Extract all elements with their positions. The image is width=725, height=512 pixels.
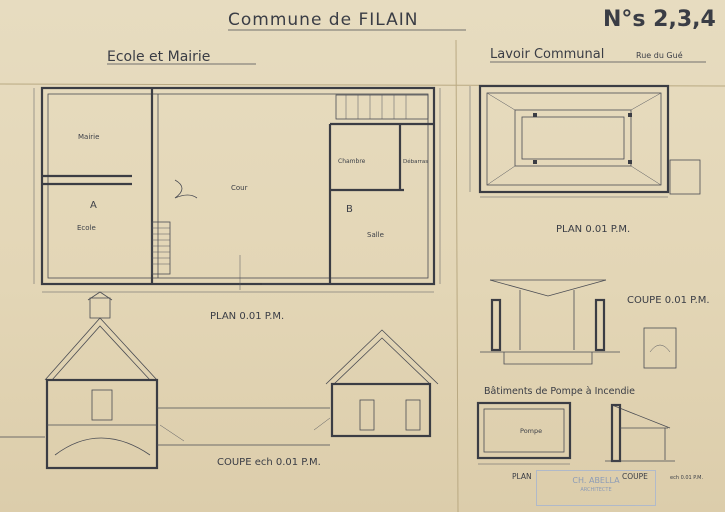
lavoir-heading: Lavoir Communal [490,47,604,62]
pompe-plan-caption: PLAN [512,472,532,481]
architect-stamp: CH. ABELLA ARCHITECTE [536,470,656,506]
lavoir-floor-plan [469,84,701,198]
sheet-number: N°s 2,3,4 [603,7,716,32]
room-mairie: Mairie [78,133,99,141]
room-debarras: Débarras [403,158,428,165]
school-plan-caption: PLAN 0.01 P.M. [210,311,284,322]
label-b: B [346,204,353,215]
label-a: A [90,200,97,211]
school-heading: Ecole et Mairie [107,49,210,65]
school-floor-plan [33,86,441,293]
pompe-section [605,403,675,463]
lavoir-coupe-caption: COUPE 0.01 P.M. [627,295,710,306]
pompe-heading: Bâtiments de Pompe à Incendie [484,386,635,397]
lavoir-plan-caption: PLAN 0.01 P.M. [556,224,630,235]
room-ecole: Ecole [77,224,96,232]
stamp-role: ARCHITECTE [580,487,612,493]
lavoir-section [480,279,677,369]
lavoir-street: Rue du Gué [636,50,683,60]
pompe-room: Pompe [520,427,542,435]
room-cour: Cour [231,184,248,192]
pompe-plan [476,401,572,465]
pompe-scale: ech 0.01 P.M. [670,475,703,481]
school-section [0,291,439,470]
room-salle: Salle [367,231,384,239]
paper-fold [455,39,459,512]
sheet-title: Commune de FILAIN [228,10,418,30]
school-coupe-caption: COUPE ech 0.01 P.M. [217,457,321,468]
room-chambre: Chambre [338,158,366,165]
stamp-name: CH. ABELLA [572,476,620,485]
pompe-coupe-caption: COUPE [622,472,648,481]
